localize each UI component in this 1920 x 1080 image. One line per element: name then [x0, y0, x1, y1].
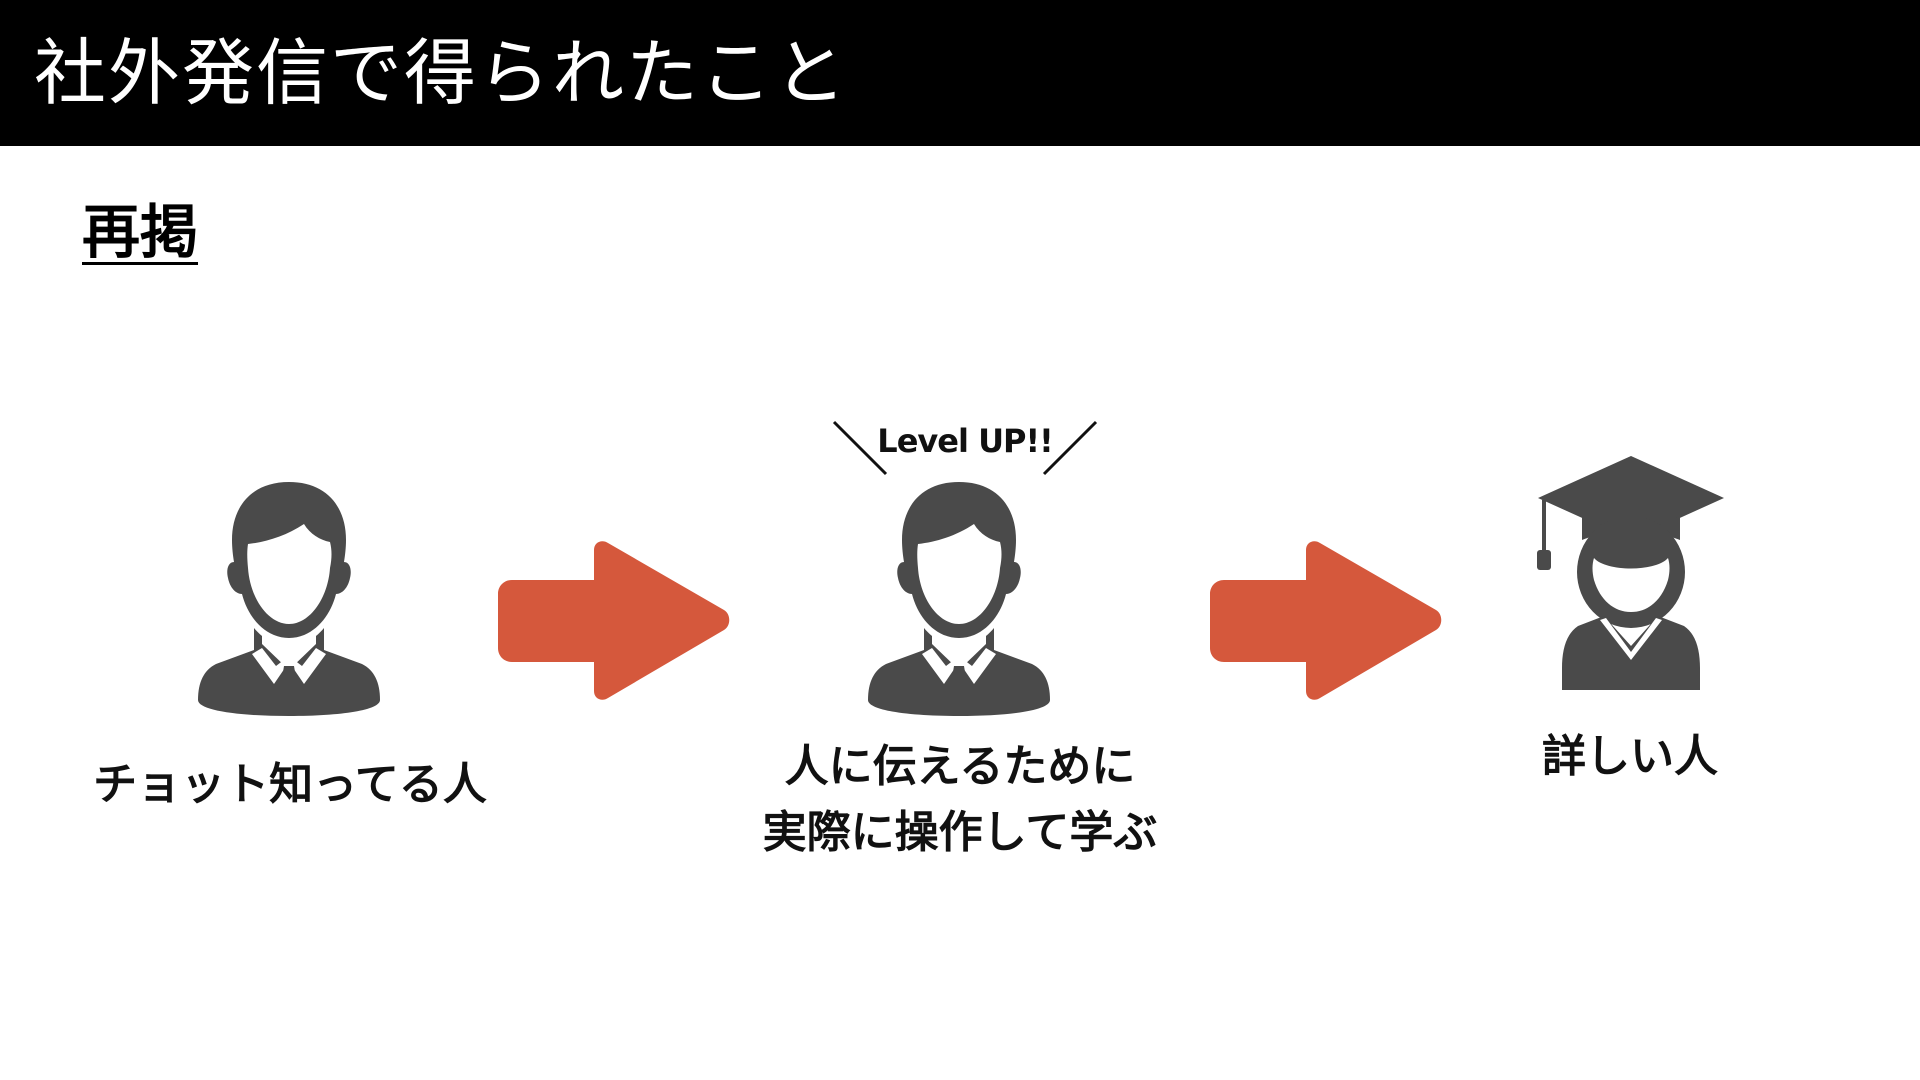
step-caption: 人に伝えるために 実際に操作して学ぶ: [740, 734, 1180, 866]
right-arrow-icon: [498, 540, 732, 702]
title-bar: 社外発信で得られたこと: [0, 0, 1920, 146]
caption-line: チョット知ってる人: [93, 759, 487, 810]
caption-line: 詳しい人: [1542, 731, 1718, 782]
level-up-text: Level UP!!: [877, 422, 1053, 460]
businessman-icon: [866, 478, 1052, 716]
caption-line: 実際に操作して学ぶ: [762, 807, 1158, 858]
section-label: 再掲: [82, 198, 199, 266]
right-arrow-icon: [1210, 540, 1444, 702]
businessman-icon: [196, 478, 382, 716]
level-up-badge: Level UP!!: [830, 412, 1100, 482]
caption-line: 人に伝えるために: [784, 741, 1136, 792]
graduate-icon: [1536, 454, 1726, 690]
step-caption: 詳しい人: [1410, 724, 1850, 790]
slide-title: 社外発信で得られたこと: [34, 31, 849, 115]
step-caption: チョット知ってる人: [70, 752, 510, 818]
